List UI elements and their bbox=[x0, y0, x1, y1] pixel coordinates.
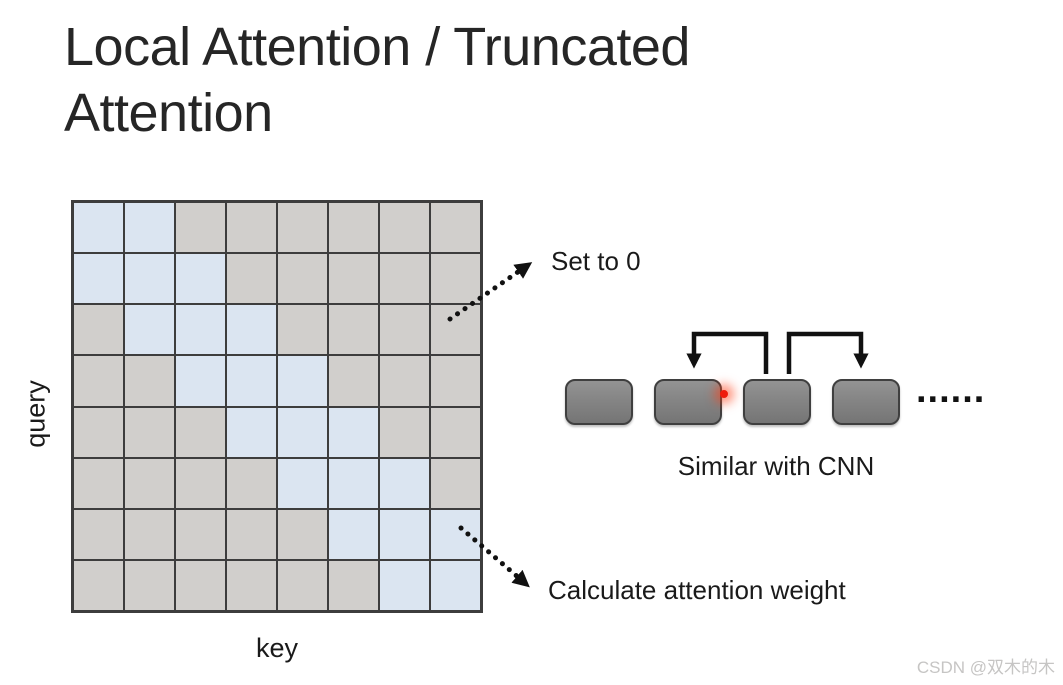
matrix-cell-r1-c3 bbox=[226, 253, 277, 305]
calculate-weight-label: Calculate attention weight bbox=[548, 575, 846, 605]
page-title-line1: Local Attention / Truncated bbox=[64, 17, 690, 77]
matrix-cell-r7-c4 bbox=[277, 559, 328, 611]
matrix-cell-r1-c1 bbox=[124, 253, 175, 305]
matrix-col-axis-label: key bbox=[255, 633, 299, 663]
matrix-cell-r3-c4 bbox=[277, 355, 328, 407]
matrix-cell-r6-c0 bbox=[73, 508, 124, 560]
matrix-cell-r5-c7 bbox=[430, 457, 481, 509]
matrix-cell-r6-c1 bbox=[124, 508, 175, 560]
set-to-zero-label: Set to 0 bbox=[551, 246, 641, 276]
matrix-cell-r5-c4 bbox=[277, 457, 328, 509]
matrix-row-axis-label: query bbox=[20, 380, 51, 448]
sequence-ellipsis: ...... bbox=[916, 369, 986, 411]
matrix-cell-r3-c1 bbox=[124, 355, 175, 407]
matrix-cell-r4-c5 bbox=[328, 406, 379, 458]
watermark: CSDN @双木的木 bbox=[916, 658, 1055, 677]
matrix-cell-r6-c2 bbox=[175, 508, 226, 560]
cnn-block-2 bbox=[654, 379, 722, 425]
cnn-block-1 bbox=[565, 379, 633, 425]
matrix-cell-r2-c1 bbox=[124, 304, 175, 356]
matrix-cell-r4-c6 bbox=[379, 406, 430, 458]
matrix-cell-r7-c3 bbox=[226, 559, 277, 611]
matrix-cell-r5-c0 bbox=[73, 457, 124, 509]
matrix-cell-r4-c0 bbox=[73, 406, 124, 458]
cnn-left-neighbor-arrow bbox=[686, 331, 769, 374]
matrix-cell-r2-c3 bbox=[226, 304, 277, 356]
cnn-sequence bbox=[565, 379, 900, 425]
matrix-cell-r2-c2 bbox=[175, 304, 226, 356]
matrix-cell-r6-c3 bbox=[226, 508, 277, 560]
matrix-cell-r7-c5 bbox=[328, 559, 379, 611]
matrix-cell-r7-c7 bbox=[430, 559, 481, 611]
matrix-cell-r5-c1 bbox=[124, 457, 175, 509]
matrix-cell-r0-c1 bbox=[124, 202, 175, 254]
cnn-caption: Similar with CNN bbox=[677, 451, 875, 481]
cnn-right-neighbor-arrow bbox=[786, 331, 869, 374]
matrix-cell-r0-c4 bbox=[277, 202, 328, 254]
matrix-cell-r5-c6 bbox=[379, 457, 430, 509]
matrix-cell-r3-c0 bbox=[73, 355, 124, 407]
matrix-cell-r0-c2 bbox=[175, 202, 226, 254]
matrix-cell-r6-c5 bbox=[328, 508, 379, 560]
matrix-cell-r0-c5 bbox=[328, 202, 379, 254]
matrix-cell-r3-c5 bbox=[328, 355, 379, 407]
matrix-cell-r7-c0 bbox=[73, 559, 124, 611]
matrix-cell-r0-c7 bbox=[430, 202, 481, 254]
matrix-cell-r0-c3 bbox=[226, 202, 277, 254]
matrix-cell-r4-c2 bbox=[175, 406, 226, 458]
matrix-cell-r3-c6 bbox=[379, 355, 430, 407]
attention-matrix bbox=[71, 200, 483, 613]
matrix-cell-r4-c1 bbox=[124, 406, 175, 458]
matrix-cell-r6-c4 bbox=[277, 508, 328, 560]
cnn-block-4 bbox=[832, 379, 900, 425]
highlight-dot-icon bbox=[720, 390, 728, 398]
matrix-cell-r7-c6 bbox=[379, 559, 430, 611]
matrix-cell-r3-c3 bbox=[226, 355, 277, 407]
matrix-cell-r1-c0 bbox=[73, 253, 124, 305]
matrix-cell-r2-c7 bbox=[430, 304, 481, 356]
matrix-cell-r0-c6 bbox=[379, 202, 430, 254]
matrix-cell-r6-c7 bbox=[430, 508, 481, 560]
matrix-cell-r3-c2 bbox=[175, 355, 226, 407]
matrix-cell-r5-c3 bbox=[226, 457, 277, 509]
cnn-block-3 bbox=[743, 379, 811, 425]
matrix-cell-r5-c2 bbox=[175, 457, 226, 509]
matrix-cell-r1-c6 bbox=[379, 253, 430, 305]
matrix-cell-r2-c6 bbox=[379, 304, 430, 356]
page-title-line2: Attention bbox=[64, 83, 273, 143]
matrix-cell-r5-c5 bbox=[328, 457, 379, 509]
matrix-cell-r2-c5 bbox=[328, 304, 379, 356]
matrix-cell-r7-c2 bbox=[175, 559, 226, 611]
matrix-cell-r2-c0 bbox=[73, 304, 124, 356]
matrix-cell-r1-c2 bbox=[175, 253, 226, 305]
matrix-cell-r6-c6 bbox=[379, 508, 430, 560]
page-title: Local Attention / Truncated Attention bbox=[64, 14, 824, 146]
matrix-cell-r4-c7 bbox=[430, 406, 481, 458]
matrix-cell-r2-c4 bbox=[277, 304, 328, 356]
matrix-cell-r0-c0 bbox=[73, 202, 124, 254]
matrix-cell-r3-c7 bbox=[430, 355, 481, 407]
matrix-cell-r4-c4 bbox=[277, 406, 328, 458]
matrix-cell-r4-c3 bbox=[226, 406, 277, 458]
matrix-cell-r1-c7 bbox=[430, 253, 481, 305]
matrix-cell-r1-c4 bbox=[277, 253, 328, 305]
matrix-cell-r7-c1 bbox=[124, 559, 175, 611]
matrix-cell-r1-c5 bbox=[328, 253, 379, 305]
